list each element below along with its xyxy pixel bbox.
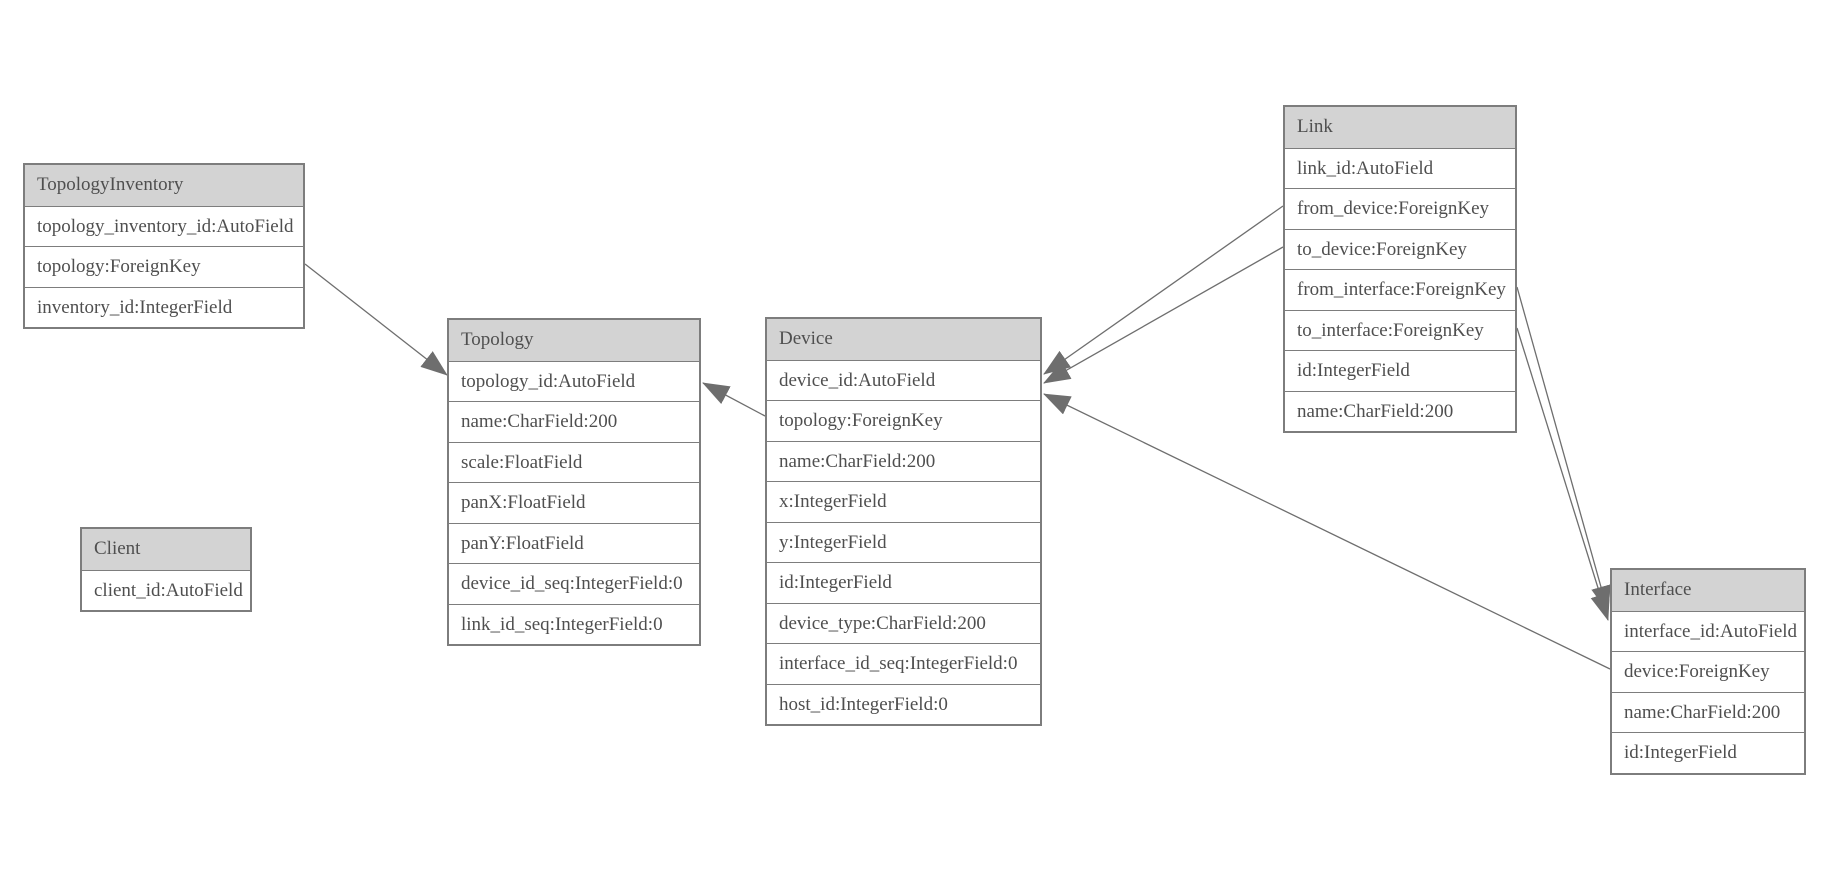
entity-interface-field-row: interface_id:AutoField (1612, 610, 1804, 651)
entity-topology-field-row: panX:FloatField (449, 482, 699, 523)
entity-device-field-row: name:CharField:200 (767, 440, 1040, 481)
entity-client-title: Client (82, 529, 250, 570)
entity-topology-inventory-field-row: topology_inventory_id:AutoField (25, 205, 303, 246)
entity-interface-field-row: id:IntegerField (1612, 732, 1804, 773)
entity-interface-field-row: name:CharField:200 (1612, 691, 1804, 732)
entity-device-field-row: id:IntegerField (767, 562, 1040, 603)
entity-topology-field-row: name:CharField:200 (449, 401, 699, 442)
entity-topology-inventory-title: TopologyInventory (25, 165, 303, 206)
entity-link-field-row: name:CharField:200 (1285, 390, 1515, 431)
edge-device-topology (702, 382, 766, 417)
entity-link-field-row: to_interface:ForeignKey (1285, 309, 1515, 350)
entity-topology-field-row: device_id_seq:IntegerField:0 (449, 563, 699, 604)
entity-device-title: Device (767, 319, 1040, 360)
entity-link-field-row: from_device:ForeignKey (1285, 188, 1515, 229)
edge-link-to-device-device (1043, 246, 1284, 384)
entity-interface-title: Interface (1612, 570, 1804, 611)
entity-topology-field-row: topology_id:AutoField (449, 360, 699, 401)
entity-link-field-row: to_device:ForeignKey (1285, 228, 1515, 269)
entity-topology-field-row: scale:FloatField (449, 441, 699, 482)
entity-device-field-row: x:IntegerField (767, 481, 1040, 522)
entity-device-field-row: device_type:CharField:200 (767, 602, 1040, 643)
entity-topology-inventory-field-row: inventory_id:IntegerField (25, 286, 303, 327)
entity-topology-field-row: link_id_seq:IntegerField:0 (449, 603, 699, 644)
entity-device-field-row: interface_id_seq:IntegerField:0 (767, 643, 1040, 684)
edge-interface-device-device (1043, 393, 1611, 670)
entity-client-field-row: client_id:AutoField (82, 569, 250, 610)
edge-topologyinventory-topology (304, 263, 448, 376)
entity-device-field-row: y:IntegerField (767, 521, 1040, 562)
entity-interface-field-row: device:ForeignKey (1612, 651, 1804, 692)
entity-topology-inventory-field-row: topology:ForeignKey (25, 246, 303, 287)
entity-link-field-row: from_interface:ForeignKey (1285, 269, 1515, 310)
entity-device-field-row: topology:ForeignKey (767, 400, 1040, 441)
edge-link-from-device-device (1043, 205, 1284, 375)
entity-link-field-row: link_id:AutoField (1285, 147, 1515, 188)
entity-device-field-row: host_id:IntegerField:0 (767, 683, 1040, 724)
edge-link-from-interface-interface (1516, 286, 1611, 613)
entity-topology-field-row: panY:FloatField (449, 522, 699, 563)
entity-link-field-row: id:IntegerField (1285, 350, 1515, 391)
entity-device-field-row: device_id:AutoField (767, 359, 1040, 400)
edge-link-to-interface-interface (1516, 327, 1610, 621)
entity-link-title: Link (1285, 107, 1515, 148)
entity-topology-title: Topology (449, 320, 699, 361)
